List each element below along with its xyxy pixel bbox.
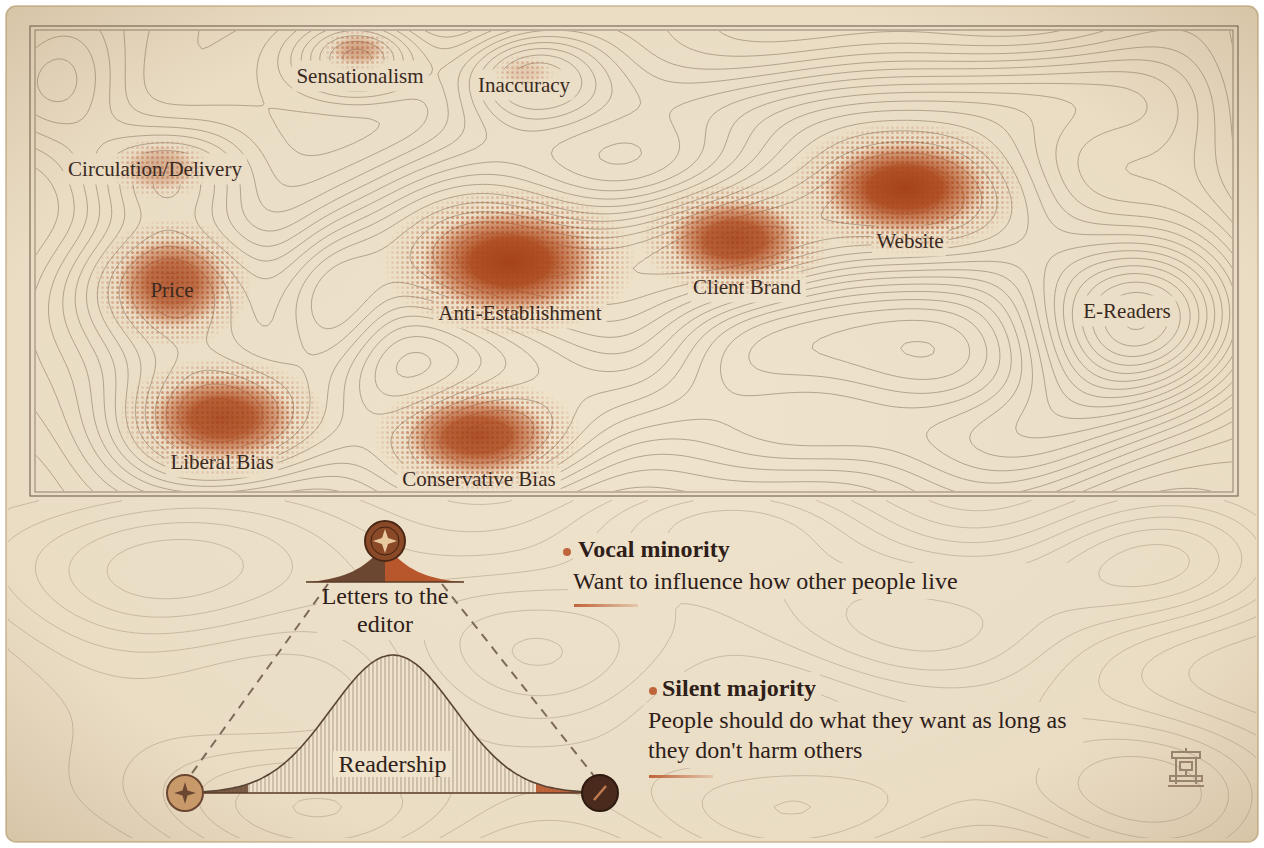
bullet-dot bbox=[563, 548, 571, 556]
contour-line bbox=[179, 131, 1215, 442]
map-region-label: Circulation/Delivery bbox=[68, 157, 242, 182]
contour-line bbox=[35, 500, 1256, 838]
heat-spot bbox=[117, 238, 227, 328]
contour-line bbox=[97, 41, 1232, 485]
node-shape bbox=[160, 640, 625, 815]
map-region-label: Sensationalism bbox=[296, 64, 423, 89]
contour-line bbox=[8, 500, 1256, 838]
heat-spot bbox=[669, 200, 801, 280]
bullet-text: People should do what they want as long … bbox=[648, 705, 1078, 765]
contour-line bbox=[69, 500, 1242, 838]
map-region-label: Anti-Establishment bbox=[438, 301, 601, 326]
map-region-label: Inaccuracy bbox=[478, 73, 570, 98]
map-region-label: Price bbox=[150, 278, 193, 303]
contour-line bbox=[87, 36, 1232, 491]
contour-line bbox=[119, 63, 1232, 472]
halftone-spot bbox=[374, 378, 583, 494]
decor bbox=[1170, 776, 1202, 781]
contour-line bbox=[8, 500, 1256, 838]
decor bbox=[1168, 785, 1204, 787]
contour-line bbox=[37, 31, 1232, 491]
map-region-label: Website bbox=[876, 229, 943, 254]
heat-spot bbox=[422, 210, 598, 314]
halftone-spot bbox=[92, 218, 252, 349]
map-contours bbox=[36, 31, 1232, 491]
contour-line bbox=[36, 31, 1232, 491]
field-contours bbox=[8, 500, 1256, 838]
heat-spot bbox=[406, 396, 550, 476]
bullet-heading: Silent majority bbox=[662, 675, 816, 702]
contour-line bbox=[36, 31, 1232, 491]
map-frame bbox=[35, 30, 1233, 492]
contour-line bbox=[36, 31, 1232, 491]
press-logo bbox=[1168, 748, 1204, 786]
node-caption: Readership bbox=[160, 750, 625, 778]
heat-blobs bbox=[92, 28, 1024, 494]
map-region-label: Liberal Bias bbox=[170, 450, 273, 475]
seal bbox=[365, 521, 405, 561]
bullet-heading: Vocal minority bbox=[578, 536, 730, 563]
heat-spot bbox=[823, 142, 987, 234]
underline bbox=[574, 604, 638, 607]
contour-line bbox=[196, 142, 1207, 431]
map-region-label: E-Readers bbox=[1083, 299, 1170, 324]
contour-line bbox=[36, 31, 1232, 491]
contour-line bbox=[107, 510, 1219, 822]
node-text: Letters to the editor bbox=[322, 583, 449, 637]
contour-line bbox=[36, 31, 1232, 491]
diagram-art bbox=[190, 548, 1204, 786]
halftone-spot bbox=[382, 187, 637, 338]
map-frame bbox=[30, 26, 1238, 496]
contour-line bbox=[36, 31, 1232, 491]
decor bbox=[1185, 748, 1187, 752]
bullet-dot bbox=[649, 687, 657, 695]
compass-star bbox=[373, 529, 397, 553]
contour-line bbox=[36, 31, 1232, 491]
heat-spot bbox=[150, 376, 294, 460]
contour-line bbox=[512, 545, 1190, 666]
contour-line bbox=[108, 49, 1232, 479]
heat-spot bbox=[332, 35, 384, 65]
contour-line bbox=[8, 500, 1256, 838]
map-region-label: Client Brand bbox=[693, 275, 801, 300]
compass-star bbox=[174, 782, 196, 804]
decor bbox=[1172, 752, 1200, 758]
node-text: Readership bbox=[333, 751, 453, 777]
node-caption: Letters to the editor bbox=[320, 582, 450, 638]
contour-line bbox=[8, 500, 1256, 838]
contour-line bbox=[8, 500, 1256, 838]
decor bbox=[1180, 762, 1192, 770]
map-region-label: Conservative Bias bbox=[402, 467, 555, 492]
seal bbox=[582, 775, 618, 811]
readership-bell: Readership bbox=[160, 640, 625, 815]
bell-fill bbox=[185, 655, 599, 793]
halftone-spot bbox=[118, 357, 327, 479]
seal bbox=[167, 775, 203, 811]
bell-outline bbox=[185, 655, 599, 792]
card-paper bbox=[6, 6, 1258, 842]
card-vignette bbox=[6, 6, 1258, 842]
contour-line bbox=[8, 500, 1256, 838]
contour-line bbox=[36, 31, 1232, 491]
underline bbox=[649, 775, 713, 778]
halftone-spot bbox=[786, 121, 1024, 254]
letters-cap: Letters to the editor bbox=[300, 520, 470, 644]
bullet-text: Want to influence how other people live bbox=[573, 566, 1093, 596]
